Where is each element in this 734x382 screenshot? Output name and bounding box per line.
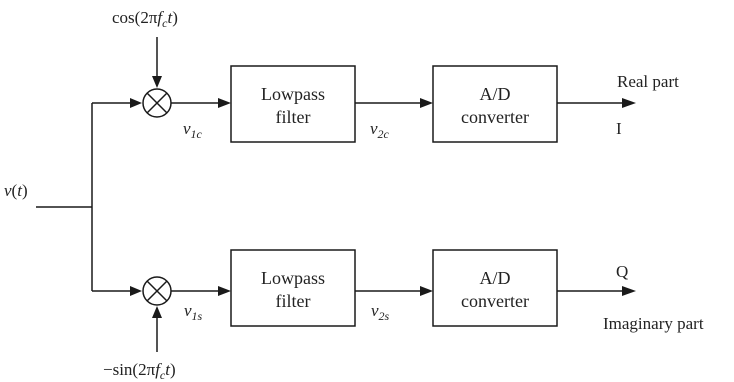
- bottom-mixer: [142, 276, 172, 306]
- top-path: cos(2πfct) v1c Lowpass filter v2c A: [92, 8, 679, 143]
- bottom-lpf-line1: Lowpass: [261, 268, 325, 288]
- arrow-top-oscillator: [152, 76, 162, 88]
- bottom-lowpass-filter: Lowpass filter: [230, 249, 356, 327]
- output-imaginary-label: Imaginary part: [603, 314, 704, 333]
- top-lpf-line2: filter: [276, 107, 311, 127]
- bottom-path: −sin(2πfct) v1s Lowpass filter v2s A/D c…: [92, 249, 704, 382]
- bottom-ad-converter: A/D converter: [432, 249, 558, 327]
- arrow-into-bottom-mixer: [130, 286, 142, 296]
- bottom-adc-line1: A/D: [480, 268, 511, 288]
- input-var: v: [4, 181, 12, 200]
- output-i-label: I: [616, 119, 622, 138]
- bottom-oscillator-label: −sin(2πfct): [103, 360, 176, 382]
- top-oscillator-label: cos(2πfct): [112, 8, 178, 30]
- arrow-top-output: [622, 98, 636, 108]
- top-adc-line2: converter: [461, 107, 529, 127]
- arrow-bottom-oscillator: [152, 306, 162, 318]
- signal-v2c: v2c: [370, 119, 390, 141]
- bottom-lpf-line2: filter: [276, 291, 311, 311]
- signal-v1c: v1c: [183, 119, 203, 141]
- top-ad-converter: A/D converter: [432, 65, 558, 143]
- arrow-into-bottom-adc: [420, 286, 433, 296]
- top-lpf-line1: Lowpass: [261, 84, 325, 104]
- bottom-adc-line2: converter: [461, 291, 529, 311]
- arrow-into-top-mixer: [130, 98, 142, 108]
- signal-v2s: v2s: [371, 301, 390, 323]
- output-real-label: Real part: [617, 72, 679, 91]
- top-mixer: [142, 88, 172, 118]
- svg-text:v(t): v(t): [4, 181, 28, 200]
- top-lowpass-filter: Lowpass filter: [230, 65, 356, 143]
- arrow-into-bottom-lpf: [218, 286, 231, 296]
- input-arg: t: [17, 181, 23, 200]
- arrow-into-top-lpf: [218, 98, 231, 108]
- input-signal: v(t): [4, 103, 93, 291]
- top-adc-line1: A/D: [480, 84, 511, 104]
- output-q-label: Q: [616, 262, 628, 281]
- signal-v1s: v1s: [184, 301, 203, 323]
- arrow-bottom-output: [622, 286, 636, 296]
- arrow-into-top-adc: [420, 98, 433, 108]
